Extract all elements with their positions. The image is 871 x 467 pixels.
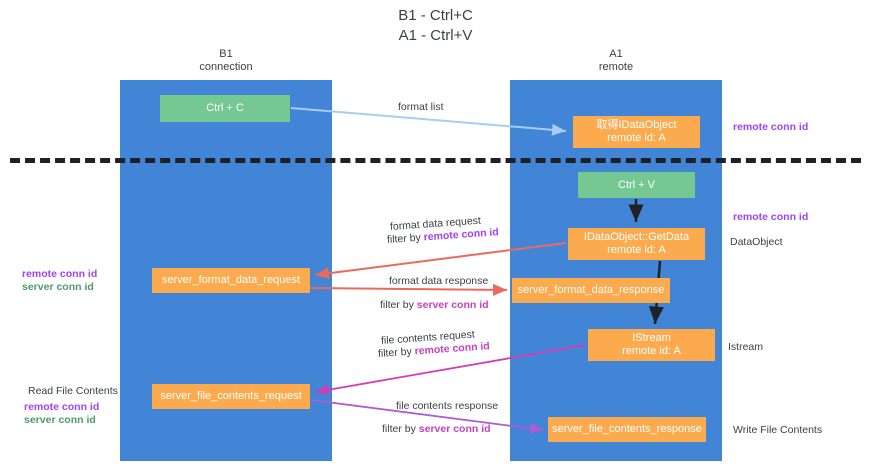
annotation-istream: Istream <box>728 341 764 353</box>
edge-label-format-list: format list <box>398 101 444 113</box>
annotation-dataobject: DataObject <box>730 236 783 248</box>
connector-format-data-response <box>310 283 508 296</box>
node-server-format-data-request[interactable]: server_format_data_request <box>152 268 310 293</box>
filter-prefix: filter by <box>377 345 416 360</box>
filter-key: remote conn id <box>414 340 491 358</box>
node-istream[interactable]: IStream remote id: A <box>588 329 715 361</box>
filter-key: server conn id <box>418 423 491 435</box>
swimlane-header-b1: B1 connection <box>199 48 253 73</box>
phase-divider <box>10 158 861 163</box>
annotation-left-server-conn-id-2: server conn id <box>24 414 96 426</box>
node-idataobject-getdata[interactable]: IDataObject::GetData remote id: A <box>568 228 705 260</box>
annotation-remote-conn-id-top: remote conn id <box>733 121 809 133</box>
annotation-read-file-contents: Read File Contents <box>28 385 118 397</box>
node-ctrl-c[interactable]: Ctrl + C <box>160 95 290 122</box>
swimlane-header-a1: A1 remote <box>598 48 634 73</box>
filter-key: remote conn id <box>423 226 500 244</box>
annotation-write-file-contents: Write File Contents <box>733 424 823 436</box>
filter-prefix: filter by <box>382 423 419 435</box>
edge-label-format-data-response: format data response <box>389 275 489 287</box>
filter-key: server conn id <box>416 299 489 311</box>
node-server-file-contents-response[interactable]: server_file_contents_response <box>548 417 706 442</box>
edge-label-file-contents-response: file contents response <box>396 400 499 412</box>
node-ctrl-v[interactable]: Ctrl + V <box>578 172 695 198</box>
node-server-file-contents-request[interactable]: server_file_contents_request <box>152 384 310 409</box>
node-idataobject[interactable]: 取得IDataObject remote id: A <box>573 116 700 148</box>
edge-label-file-contents-response-filter: filter by server conn id <box>382 422 491 436</box>
filter-prefix: filter by <box>386 231 425 246</box>
annotation-left-remote-conn-id: remote conn id <box>22 268 98 280</box>
annotation-left-server-conn-id: server conn id <box>22 281 94 293</box>
annotation-remote-conn-id-mid: remote conn id <box>733 211 809 223</box>
node-server-format-data-response[interactable]: server_format_data_response <box>512 278 670 303</box>
filter-prefix: filter by <box>380 299 417 311</box>
edge-label-format-data-response-filter: filter by server conn id <box>380 298 489 312</box>
annotation-left-remote-conn-id-2: remote conn id <box>24 401 100 413</box>
diagram-title: B1 - Ctrl+C A1 - Ctrl+V <box>398 7 473 44</box>
